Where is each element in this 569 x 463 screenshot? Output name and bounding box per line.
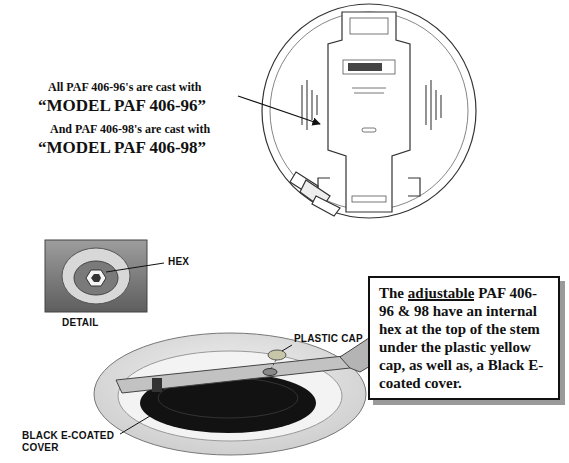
part-label: HEX bbox=[168, 256, 189, 267]
detail-inset bbox=[45, 240, 147, 312]
leader-line bbox=[238, 96, 320, 124]
model-marking: “MODEL PAF 406-96” bbox=[38, 96, 206, 116]
leader-line bbox=[106, 263, 164, 272]
callout-text: All PAF 406-96's are cast with bbox=[48, 80, 201, 95]
part-label: PLASTIC CAP bbox=[294, 333, 363, 344]
model-marking: “MODEL PAF 406-98” bbox=[38, 138, 206, 158]
top-view bbox=[262, 4, 476, 218]
underline bbox=[408, 299, 475, 301]
cover-view bbox=[94, 333, 394, 455]
leader-line bbox=[282, 345, 292, 351]
note-box: The adjustable PAF 406-96 & 98 have an i… bbox=[368, 276, 560, 400]
part-label: BLACK E-COATED COVER bbox=[22, 430, 132, 454]
leader-line bbox=[120, 416, 150, 434]
callout-text: And PAF 406-98's are cast with bbox=[50, 122, 210, 137]
part-label: DETAIL bbox=[62, 317, 99, 328]
